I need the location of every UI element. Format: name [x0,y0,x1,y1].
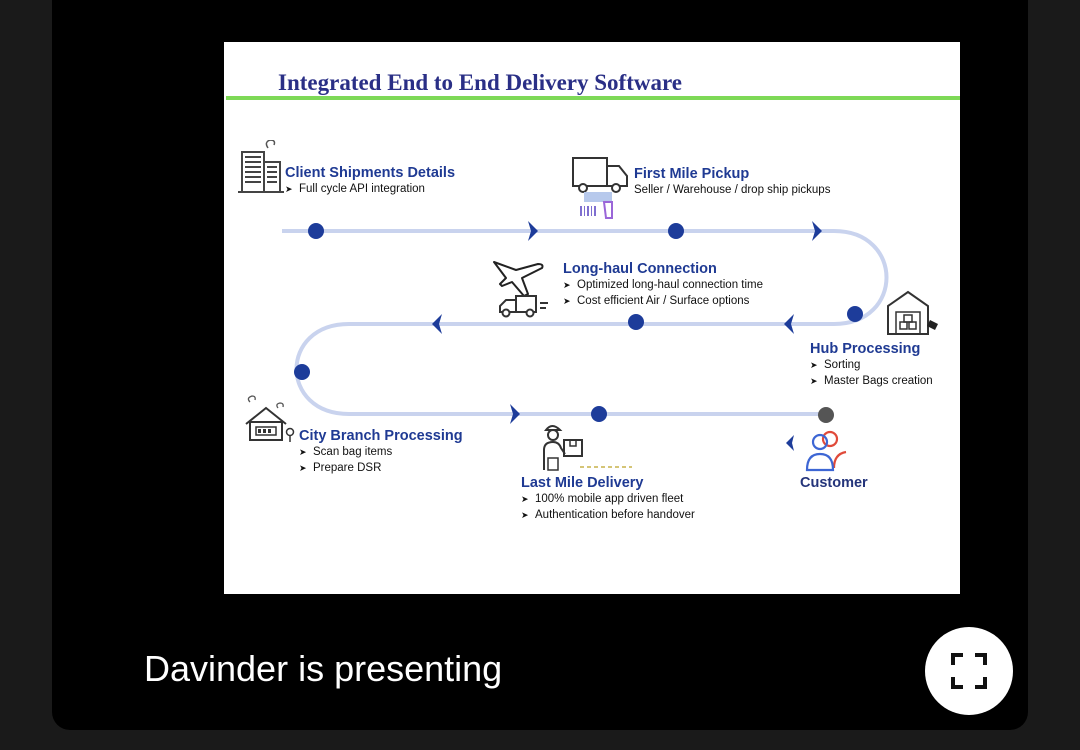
step-point: Cost efficient Air / Surface options [577,295,750,307]
branch-building-icon [245,395,295,442]
flow-arrow [812,221,822,241]
airplane-truck-icon [493,261,548,318]
step-point: Scan bag items [313,446,393,458]
step-point: Prepare DSR [313,462,382,474]
flow-arrow [432,314,442,334]
step-client-shipments: Client Shipments Details ➤ Full cycle API… [285,165,455,197]
bullet-arrow: ➤ [299,447,307,457]
flow-node [847,306,863,322]
flow-arrow [786,435,794,451]
flow-arrow [528,221,538,241]
bullet-arrow: ➤ [810,376,818,386]
fullscreen-button[interactable] [925,627,1013,715]
flow-node [308,223,324,239]
flow-node [668,223,684,239]
step-heading: Client Shipments Details [285,165,456,181]
step-point: Authentication before handover [535,509,695,521]
flow-node [628,314,644,330]
step-last-mile: Last Mile Delivery ➤ 100% mobile app driv… [521,475,695,523]
step-city-branch: City Branch Processing ➤ Scan bag items ➤… [299,428,463,476]
bullet-arrow: ➤ [563,296,571,306]
delivery-flow-track [282,221,889,468]
presenter-status: Davinder is presenting [144,648,503,689]
flow-end-node [818,407,834,423]
step-point: Sorting [824,359,861,371]
step-heading: First Mile Pickup [634,166,750,182]
step-heading: City Branch Processing [299,428,463,444]
step-heading: Last Mile Delivery [521,475,644,491]
shared-slide: Integrated End to End Delivery Software [224,42,960,594]
office-building-icon [238,140,284,193]
step-heading: Hub Processing [810,341,921,357]
slide-title: Integrated End to End Delivery Software [278,70,682,95]
flow-node [294,364,310,380]
step-heading: Long-haul Connection [563,261,717,277]
step-first-mile: First Mile Pickup Seller / Warehouse / d… [634,166,830,198]
customer-icon [805,430,847,472]
step-point: Seller / Warehouse / drop ship pickups [634,184,831,196]
bullet-arrow: ➤ [299,463,307,473]
step-point: Full cycle API integration [299,183,425,195]
pickup-truck-icon [572,157,628,219]
bullet-arrow: ➤ [563,280,571,290]
title-underline [226,96,960,100]
step-heading: Customer [800,475,868,491]
step-hub-processing: Hub Processing ➤ Sorting ➤ Master Bags cre… [810,341,933,389]
step-point: Optimized long-haul connection time [577,279,764,291]
step-point: Master Bags creation [824,375,933,387]
bullet-arrow: ➤ [810,360,818,370]
warehouse-icon [887,290,938,335]
flow-arrow [784,314,794,334]
step-point: 100% mobile app driven fleet [535,493,684,505]
step-long-haul: Long-haul Connection ➤ Optimized long-hau… [563,261,763,309]
flow-path [282,229,889,416]
presentation-frame: Integrated End to End Delivery Software [52,0,1028,730]
bullet-arrow: ➤ [285,184,293,194]
flow-arrow [510,404,520,424]
flow-node [591,406,607,422]
step-customer: Customer [800,475,868,491]
bullet-arrow: ➤ [521,494,529,504]
bullet-arrow: ➤ [521,510,529,520]
fullscreen-icon [951,653,987,689]
delivery-person-icon [543,425,583,471]
